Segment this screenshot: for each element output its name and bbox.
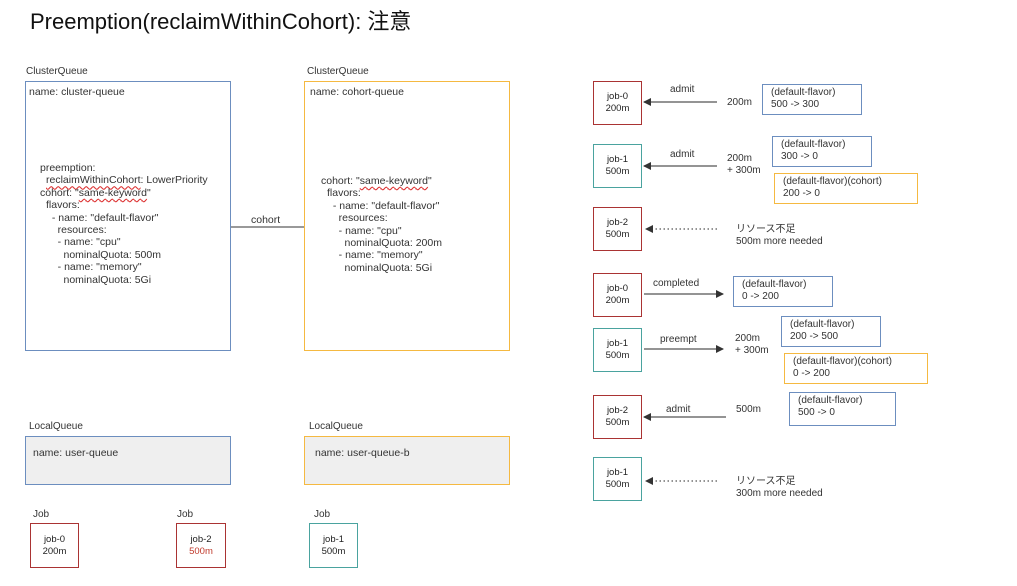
job-cpu: 200m [605, 103, 630, 114]
job-cpu: 500m [605, 417, 630, 428]
user-queue-b-box: name: user-queue-b [304, 436, 510, 485]
cohort-queue-label: ClusterQueue [307, 66, 369, 77]
cq1-config: preemption: reclaimWithinCohort: LowerPr… [40, 162, 208, 286]
job-cpu: 500m [605, 479, 630, 490]
job-card-job-1: job-1 500m [309, 523, 358, 568]
flow-job-1-a: job-1 500m [593, 144, 642, 188]
job-cpu: 500m [605, 350, 630, 361]
job-name: job-0 [606, 283, 629, 294]
flow-job-1-c: job-1 500m [593, 457, 642, 501]
admit-label-2: admit [670, 149, 695, 160]
job-card-job-2: job-2 500m [176, 523, 226, 568]
job-cpu: 200m [605, 295, 630, 306]
local-queue-label-1: LocalQueue [29, 421, 83, 432]
cq1-cohort: cohort: "same-keyword" [40, 187, 208, 199]
cq1-reclaim-val: : LowerPriority [140, 174, 208, 187]
job-cpu: 500m [189, 545, 213, 557]
job-cpu: 500m [605, 229, 630, 240]
cohort-queue-box: name: cohort-queue cohort: "same-keyword… [304, 81, 510, 351]
flavor-box-6: (default-flavor)(cohort) 0 -> 200 [784, 353, 928, 384]
job-label-3: Job [314, 509, 331, 520]
job-name: job-2 [606, 405, 629, 416]
flavor-box-5: (default-flavor) 200 -> 500 [781, 316, 881, 347]
flavor-box-3: (default-flavor)(cohort) 200 -> 0 [774, 173, 918, 204]
cq2-config: cohort: "same-keyword" flavors: - name: … [321, 175, 442, 274]
flow-job-0-a: job-0 200m [593, 81, 642, 125]
job-label-1: Job [33, 509, 50, 520]
cq1-preemption: preemption: [40, 162, 96, 174]
user-queue-box: name: user-queue [25, 436, 231, 485]
cohort-edge-label: cohort [251, 214, 281, 226]
job-name: job-0 [606, 91, 629, 102]
cq1-cohort-val: same-keyword [78, 186, 148, 199]
job-name: job-1 [606, 338, 629, 349]
preempt-label: preempt [660, 334, 697, 345]
flavor-box-4: (default-flavor) 0 -> 200 [733, 276, 833, 307]
job-name: job-2 [606, 217, 629, 228]
cq1-cohort-end: " [147, 186, 151, 199]
cq1-cohort-key: cohort: " [40, 186, 79, 199]
shortage-note-1: リソース不足 500m more needed [736, 224, 823, 247]
cq2-name: name: cohort-queue [310, 86, 404, 98]
job-name: job-2 [190, 533, 212, 545]
flow-job-2-b: job-2 500m [593, 395, 642, 439]
flavor-box-7: (default-flavor) 500 -> 0 [789, 392, 896, 426]
admit-label-3: admit [666, 404, 691, 415]
quantity-1: 200m [727, 97, 753, 108]
quantity-4: 500m [736, 404, 762, 415]
job-label-2: Job [177, 509, 194, 520]
shortage-note-2: リソース不足 300m more needed [736, 476, 823, 499]
job-name: job-1 [606, 467, 629, 478]
cluster-queue-label: ClusterQueue [26, 66, 88, 77]
cq2-cohort: cohort: "same-keyword" [321, 175, 442, 187]
flow-job-1-b: job-1 500m [593, 328, 642, 372]
job-cpu: 500m [321, 545, 346, 557]
cq1-name: name: cluster-queue [29, 86, 125, 98]
page-title: Preemption(reclaimWithinCohort): 注意 [30, 9, 412, 34]
cq1-reclaim-key: reclaimWithinCohort [46, 174, 141, 187]
quantity-2: 200m + 300m [727, 153, 761, 176]
flavor-box-2: (default-flavor) 300 -> 0 [772, 136, 872, 167]
cq1-reclaim: reclaimWithinCohort: LowerPriority [40, 174, 208, 186]
job-card-job-0: job-0 200m [30, 523, 79, 568]
cq2-cohort-key: cohort: " [321, 175, 360, 187]
cluster-queue-box: name: cluster-queue preemption: reclaimW… [25, 81, 231, 351]
quantity-3: 200m + 300m [735, 333, 769, 356]
admit-label-1: admit [670, 84, 695, 95]
cq2-flavors: flavors: - name: "default-flavor" resour… [327, 187, 442, 274]
flow-job-0-b: job-0 200m [593, 273, 642, 317]
job-cpu: 200m [42, 545, 67, 557]
cq2-cohort-end: " [428, 175, 432, 187]
lq2-name: name: user-queue-b [315, 447, 410, 459]
job-name: job-0 [43, 533, 66, 545]
flow-job-2-a: job-2 500m [593, 207, 642, 251]
job-cpu: 500m [605, 166, 630, 177]
completed-label: completed [653, 278, 700, 289]
flavor-box-1: (default-flavor) 500 -> 300 [762, 84, 862, 115]
job-name: job-1 [322, 533, 345, 545]
cq1-flavors: flavors: - name: "default-flavor" resour… [46, 199, 161, 286]
local-queue-label-2: LocalQueue [309, 421, 363, 432]
cq2-cohort-val: same-keyword [359, 175, 429, 187]
job-name: job-1 [606, 154, 629, 165]
lq1-name: name: user-queue [33, 447, 119, 459]
